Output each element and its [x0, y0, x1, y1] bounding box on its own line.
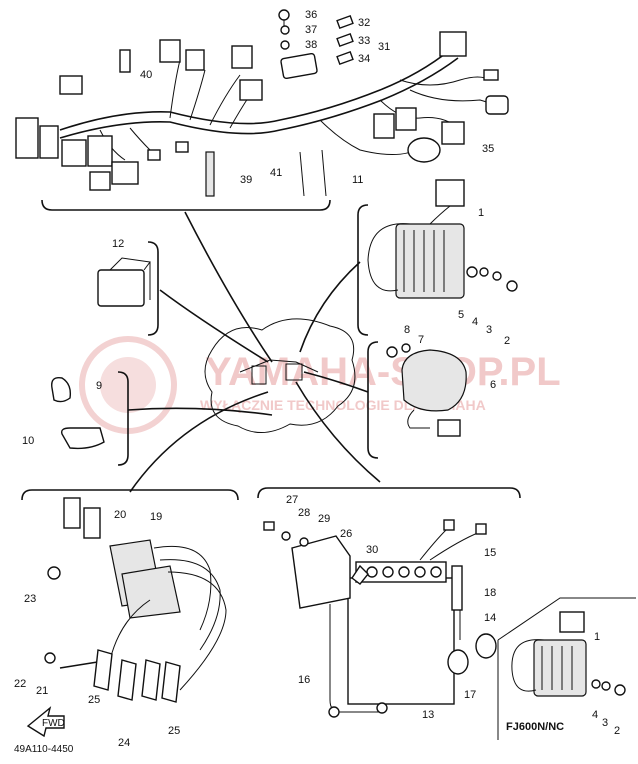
frame-sketch — [204, 318, 356, 433]
callout-39: 39 — [240, 174, 252, 186]
callout-3-inset: 3 — [602, 717, 608, 729]
group-brackets — [21, 199, 636, 740]
callout-17: 17 — [464, 689, 476, 701]
callout-13: 13 — [422, 709, 434, 721]
callout-19: 19 — [150, 511, 162, 523]
direction-label: FWD — [42, 718, 65, 729]
callout-37: 37 — [305, 24, 317, 36]
part-6 — [386, 343, 467, 437]
relay-12 — [97, 257, 151, 307]
watermark: YAMAHA-SHOP.PL WYŁĄCZNIE TECHNOLOGIE DLA… — [79, 336, 561, 434]
callout-2-inset: 2 — [614, 725, 620, 737]
clamps — [51, 377, 105, 450]
watermark-brand: YAMAHA-SHOP.PL — [205, 350, 561, 394]
callout-24: 24 — [118, 737, 130, 749]
callout-4-main: 4 — [472, 316, 478, 328]
callout-9: 9 — [96, 380, 102, 392]
callout-8: 8 — [404, 324, 410, 336]
leader-lines — [127, 211, 381, 493]
battery-group — [263, 519, 497, 718]
callout-22: 22 — [14, 678, 26, 690]
callout-12: 12 — [112, 238, 124, 250]
callout-25-left: 25 — [88, 694, 100, 706]
rectifier-regulator-main — [367, 179, 518, 299]
callout-36: 36 — [305, 9, 317, 21]
callout-10: 10 — [22, 435, 34, 447]
callout-1-inset: 1 — [594, 631, 600, 643]
callout-20: 20 — [114, 509, 126, 521]
callout-2-main: 2 — [504, 335, 510, 347]
callout-31: 31 — [378, 41, 390, 53]
callout-5: 5 — [458, 309, 464, 321]
callout-11: 11 — [352, 174, 363, 186]
callout-35: 35 — [482, 143, 494, 155]
callout-14: 14 — [484, 612, 496, 624]
wire-harness — [15, 31, 509, 191]
callout-40: 40 — [140, 69, 152, 81]
callout-29: 29 — [318, 513, 330, 525]
diagram-code: 49A110-4450 — [14, 744, 74, 755]
callout-28: 28 — [298, 507, 310, 519]
callout-32: 32 — [358, 17, 370, 29]
callout-34: 34 — [358, 53, 370, 65]
model-label: FJ600N/NC — [506, 721, 564, 733]
callout-7: 7 — [418, 334, 424, 346]
callout-15: 15 — [484, 547, 496, 559]
callout-23: 23 — [24, 593, 36, 605]
callout-25-right: 25 — [168, 725, 180, 737]
callout-26: 26 — [340, 528, 352, 540]
callouts: 36 37 38 32 33 34 31 40 35 39 41 11 12 1… — [14, 9, 620, 749]
fwd-arrow: FWD — [26, 706, 65, 738]
inset-regulator — [511, 611, 626, 697]
callout-27: 27 — [286, 494, 298, 506]
callout-30: 30 — [366, 544, 378, 556]
top-hardware — [119, 9, 354, 197]
ignition-coils — [44, 497, 227, 703]
callout-41: 41 — [270, 167, 282, 179]
callout-18: 18 — [484, 587, 496, 599]
callout-38: 38 — [305, 39, 317, 51]
callout-21: 21 — [36, 685, 48, 697]
callout-1-main: 1 — [478, 207, 484, 219]
callout-4-inset: 4 — [592, 709, 598, 721]
callout-33: 33 — [358, 35, 370, 47]
callout-16: 16 — [298, 674, 310, 686]
callout-6: 6 — [490, 379, 496, 391]
callout-3-main: 3 — [486, 324, 492, 336]
